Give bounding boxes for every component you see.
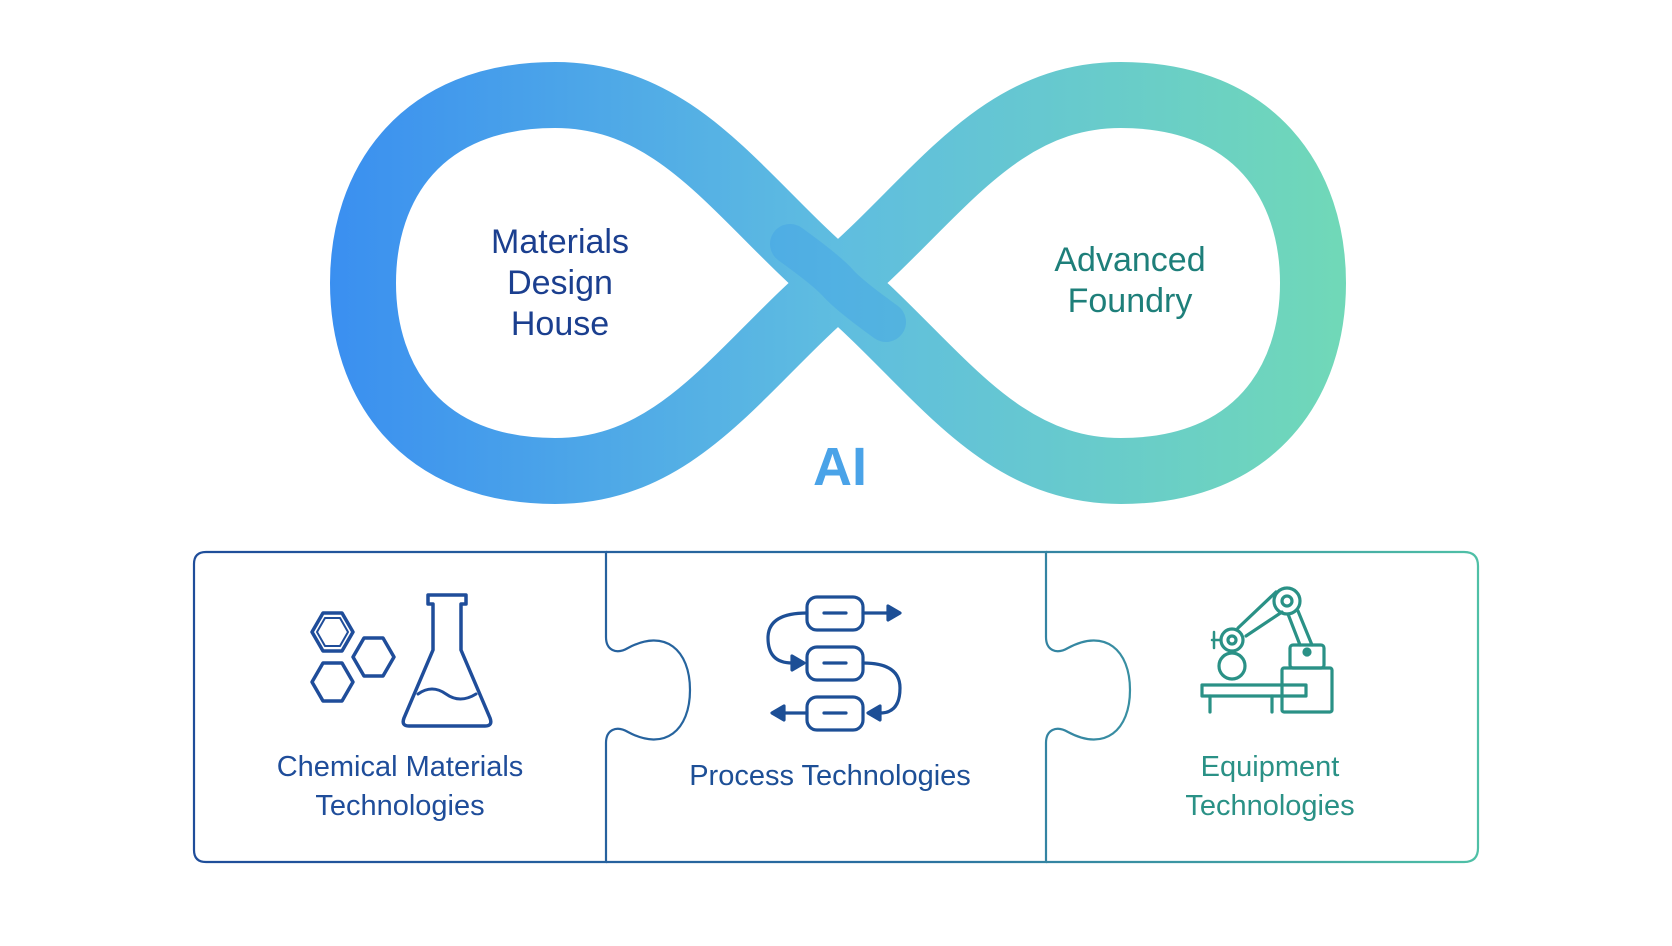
label-line: Materials (491, 223, 629, 261)
chemical-materials-label: Chemical Materials Technologies (240, 748, 560, 826)
puzzle-piece-1 (192, 550, 692, 864)
infinity-crossing-shade (770, 224, 906, 342)
label-line: Equipment (1200, 751, 1340, 783)
process-technologies-label: Process Technologies (660, 757, 1000, 796)
molecule-flask-icon (310, 593, 493, 728)
label-line: Foundry (1067, 281, 1193, 320)
puzzle-piece-2 (606, 550, 1132, 864)
ai-label: AI (813, 437, 867, 497)
label-line: Process Technologies (689, 760, 971, 792)
label-line: Chemical Materials (276, 751, 524, 783)
equipment-technologies-label: Equipment Technologies (1105, 748, 1435, 826)
label-line: House (510, 304, 610, 343)
label-line: Design (507, 263, 613, 302)
infinity-band (330, 62, 1346, 504)
materials-design-house-label: Materials Design House (455, 222, 665, 344)
infinity-loop (330, 62, 1346, 504)
robotic-arm-icon (1200, 586, 1334, 714)
label-line: Technologies (315, 790, 485, 823)
puzzle-piece-3 (1046, 550, 1480, 864)
process-flow-icon (766, 595, 902, 732)
label-line: Advanced (1054, 241, 1206, 279)
puzzle-strip (192, 550, 1480, 864)
advanced-foundry-label: Advanced Foundry (1020, 240, 1240, 322)
label-line: Technologies (1185, 790, 1355, 823)
